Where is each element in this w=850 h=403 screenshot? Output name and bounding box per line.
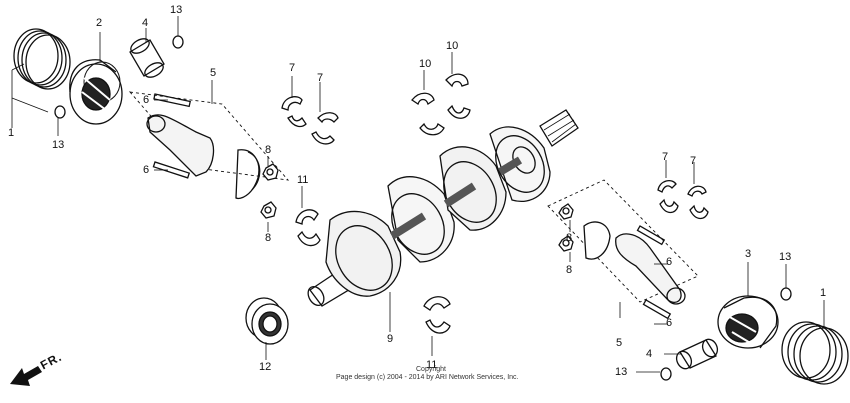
callout-7[interactable]: 7 <box>690 155 697 167</box>
callout-3[interactable]: 3 <box>745 248 752 260</box>
leader-lines <box>11 16 825 373</box>
callout-2[interactable]: 2 <box>96 17 103 29</box>
pin-clip-lower-left[interactable] <box>54 105 66 119</box>
callout-10[interactable]: 10 <box>419 58 432 70</box>
connecting-rod-right[interactable] <box>547 179 699 320</box>
callout-8[interactable]: 8 <box>265 144 272 156</box>
bearing-bottom-11[interactable] <box>423 296 451 334</box>
callout-13[interactable]: 13 <box>779 251 792 263</box>
piston-rings-right[interactable] <box>781 321 849 385</box>
callout-12[interactable]: 12 <box>259 361 272 373</box>
callout-1[interactable]: 1 <box>820 287 827 299</box>
main-bearings-right[interactable] <box>657 179 709 220</box>
nuts-right[interactable] <box>558 203 574 252</box>
crankshaft[interactable] <box>305 109 579 308</box>
callout-1[interactable]: 1 <box>8 127 15 139</box>
callout-5[interactable]: 5 <box>616 337 623 349</box>
callout-4[interactable]: 4 <box>646 348 653 360</box>
copyright-notice: Page design (c) 2004 - 2014 by ARI Netwo… <box>336 374 519 381</box>
callout-6[interactable]: 6 <box>666 256 673 268</box>
pin-clip-upper-right[interactable] <box>780 287 792 301</box>
callout-13[interactable]: 13 <box>615 366 628 378</box>
thrust-washers[interactable] <box>411 73 471 136</box>
pin-clip-upper-left[interactable] <box>172 35 184 49</box>
callout-8[interactable]: 8 <box>566 232 573 244</box>
callout-11[interactable]: 11 <box>426 359 438 371</box>
callout-6[interactable]: 6 <box>143 94 150 106</box>
callout-6[interactable]: 6 <box>666 317 673 329</box>
nuts-left[interactable] <box>260 163 279 219</box>
piston-left[interactable] <box>69 59 123 125</box>
callout-6[interactable]: 6 <box>143 164 150 176</box>
callout-8[interactable]: 8 <box>566 264 573 276</box>
copyright-heading: Copyright <box>416 366 446 373</box>
callout-8[interactable]: 8 <box>265 232 272 244</box>
front-direction-arrow-icon <box>10 366 42 386</box>
callout-5[interactable]: 5 <box>210 67 217 79</box>
callout-9[interactable]: 9 <box>387 333 394 345</box>
callout-7[interactable]: 7 <box>317 72 324 84</box>
piston-right[interactable] <box>717 295 779 349</box>
callout-4[interactable]: 4 <box>142 17 149 29</box>
connecting-rod-left[interactable] <box>128 91 290 200</box>
callout-7[interactable]: 7 <box>289 62 296 74</box>
callout-10[interactable]: 10 <box>446 40 459 52</box>
callout-11[interactable]: 11 <box>297 174 309 186</box>
callout-13[interactable]: 13 <box>52 139 65 151</box>
piston-pin-right[interactable] <box>674 337 720 371</box>
oil-seal[interactable] <box>245 297 289 345</box>
main-bearings-upper-left[interactable] <box>281 96 339 145</box>
callout-13[interactable]: 13 <box>170 4 183 16</box>
piston-pin-left[interactable] <box>128 36 165 80</box>
callout-7[interactable]: 7 <box>662 151 669 163</box>
bearing-left-11[interactable] <box>295 209 321 247</box>
piston-rings-left[interactable] <box>13 28 71 90</box>
pin-clip-lower-right[interactable] <box>660 367 672 381</box>
